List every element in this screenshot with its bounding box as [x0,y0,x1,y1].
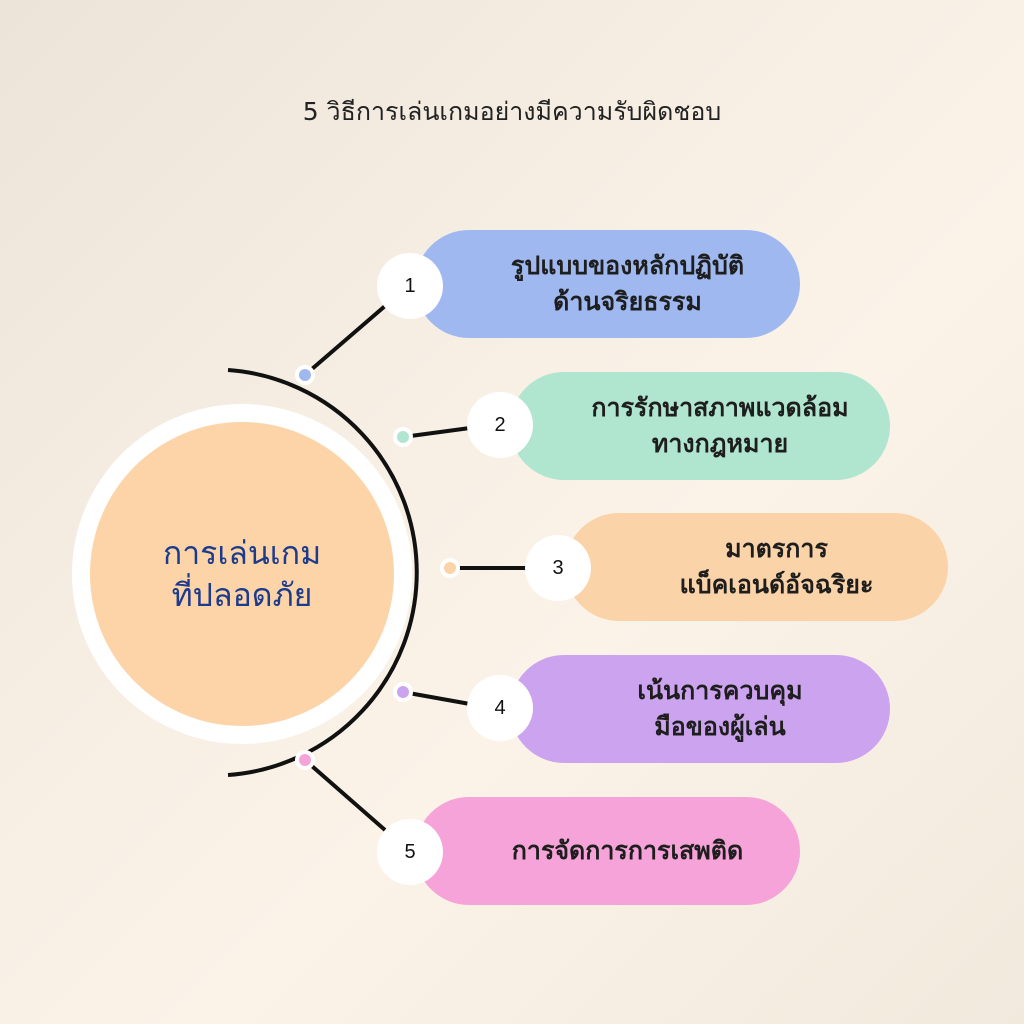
item-4-number: 4 [467,675,533,741]
dot-1 [295,365,315,385]
item-2-line-2: ทางกฎหมาย [651,429,789,458]
item-3: มาตรการ แบ็คเอนด์อัจฉริยะ [565,513,948,621]
item-3-line-2: แบ็คเอนด์อัจฉริยะ [679,570,874,599]
dot-3 [440,558,460,578]
item-5-line-1: การจัดการการเสพติด [511,836,744,865]
item-4-line-2: มือของผู้เล่น [654,712,786,741]
item-2: การรักษาสภาพแวดล้อม ทางกฎหมาย [510,372,890,480]
item-3-number: 3 [525,535,591,601]
center-line-2: ที่ปลอดภัย [171,576,313,614]
connector-5 [303,758,387,832]
arc [227,368,419,777]
center-line-1: การเล่นเกม [162,534,322,572]
item-3-line-1: มาตรการ [725,534,828,563]
item-4-line-1: เน้นการควบคุม [637,676,803,705]
connector-2 [402,426,471,439]
item-5-number: 5 [377,819,443,885]
item-5: การจัดการการเสพติด [415,797,800,905]
dot-5 [295,750,315,770]
dot-2 [393,427,413,447]
item-2-line-1: การรักษาสภาพแวดล้อม [591,393,849,422]
item-1-line-2: ด้านจริยธรรม [553,287,702,316]
connector-1 [303,304,387,377]
item-1-line-1: รูปแบบของหลักปฏิบัติ [510,251,745,280]
item-4: เน้นการควบคุม มือของผู้เล่น [510,655,890,763]
connector-4 [402,690,471,706]
dot-4 [393,682,413,702]
item-2-number: 2 [467,392,533,458]
center-circle: การเล่นเกม ที่ปลอดภัย [90,422,394,726]
item-1-number: 1 [377,253,443,319]
item-1: รูปแบบของหลักปฏิบัติ ด้านจริยธรรม [415,230,800,338]
page-title: 5 วิธีการเล่นเกมอย่างมีความรับผิดชอบ [302,97,722,126]
